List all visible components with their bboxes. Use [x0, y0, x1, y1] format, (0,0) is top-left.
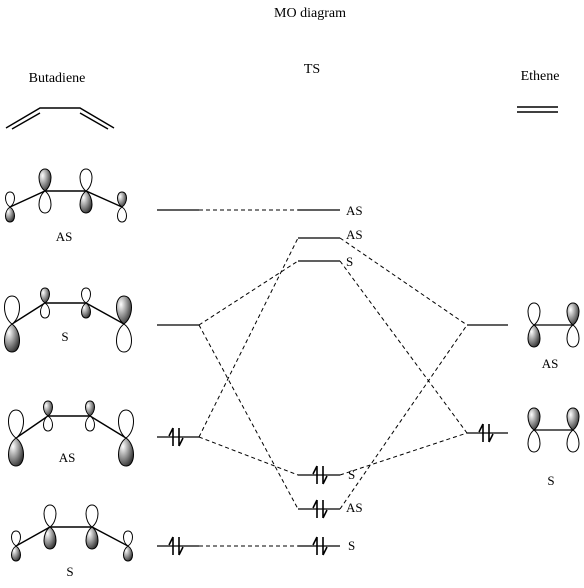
column-label-butadiene: Butadiene — [29, 71, 86, 86]
ts-level-2-label: AS — [346, 227, 363, 242]
column-label-ts: TS — [304, 62, 320, 77]
ethene-orbital-pi-star: AS — [527, 302, 580, 371]
ts-energy-levels: AS AS S S AS S — [298, 203, 363, 556]
butadiene-orbital-psi4-label: AS — [56, 229, 73, 244]
ethene-orbital-pi-label: S — [547, 473, 554, 488]
ts-level-4-label: S — [348, 467, 355, 482]
ethene-structure — [517, 106, 558, 113]
butadiene-energy-levels — [157, 209, 199, 556]
ethene-energy-levels — [467, 324, 508, 443]
ts-level-1-label: AS — [346, 203, 363, 218]
ethene-orbital-pi: S — [527, 407, 580, 488]
butadiene-orbital-psi1: S — [11, 504, 133, 579]
ts-level-6-label: S — [348, 538, 355, 553]
butadiene-orbital-psi3-label: S — [61, 329, 68, 344]
butadiene-orbital-psi3: S — [4, 287, 132, 353]
butadiene-orbital-psi2: AS — [8, 400, 134, 467]
butadiene-orbital-psi2-label: AS — [59, 450, 76, 465]
butadiene-structure — [5, 107, 115, 130]
correlation-lines — [198, 209, 468, 547]
ethene-orbital-pi-star-label: AS — [542, 356, 559, 371]
ts-level-3-label: S — [346, 254, 353, 269]
diagram-title: MO diagram — [274, 6, 346, 21]
column-label-ethene: Ethene — [521, 69, 560, 84]
butadiene-orbital-psi4: AS — [5, 168, 127, 244]
butadiene-orbital-psi1-label: S — [66, 564, 73, 579]
ts-level-5-label: AS — [346, 500, 363, 515]
